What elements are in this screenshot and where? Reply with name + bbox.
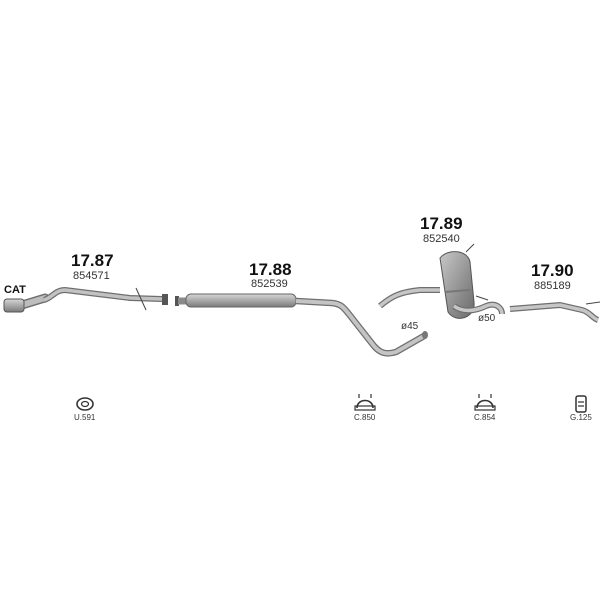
centre-silencer — [175, 293, 428, 357]
clamp-icon — [354, 394, 376, 411]
catalyst-label: CAT — [4, 284, 26, 296]
accessory-code-u591: U.591 — [74, 413, 96, 422]
accessory-code-c850: C.850 — [354, 413, 376, 422]
rear-silencer — [378, 243, 505, 319]
part-code-854571: 854571 — [73, 270, 110, 282]
diameter-label-45: ø45 — [401, 321, 419, 332]
front-pipe-with-catalyst — [3, 286, 168, 313]
accessory-code-g125: G.125 — [570, 413, 592, 422]
part-ref-17-87: 17.87 — [71, 251, 114, 270]
accessory-code-c854: C.854 — [474, 413, 496, 422]
part-ref-17-90: 17.90 — [531, 261, 574, 280]
clamp-icon — [474, 394, 496, 411]
part-ref-17-89: 17.89 — [420, 214, 463, 233]
gasket-icon — [76, 397, 94, 411]
diameter-label-50: ø50 — [478, 313, 496, 324]
part-code-885189: 885189 — [534, 280, 571, 292]
rubber-hanger-icon — [575, 395, 587, 413]
part-code-852539: 852539 — [251, 278, 288, 290]
tail-pipe — [509, 301, 600, 323]
part-ref-17-88: 17.88 — [249, 260, 292, 279]
part-code-852540: 852540 — [423, 233, 460, 245]
